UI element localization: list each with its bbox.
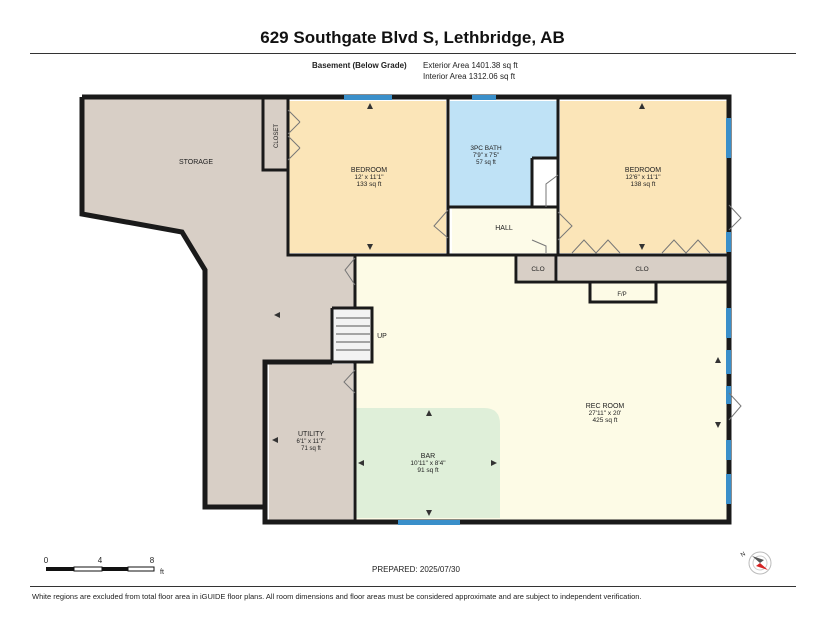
bedroom-1-dims: 12' x 11'1"	[354, 174, 384, 181]
bath-area: 57 sq ft	[476, 160, 496, 166]
window-bedroom-1	[344, 95, 392, 100]
stairs-area	[333, 310, 372, 362]
clo-small-area	[518, 255, 556, 280]
footnote: White regions are excluded from total fl…	[32, 592, 642, 601]
bath-label: 3PC BATH	[470, 145, 502, 152]
utility-area	[269, 364, 353, 520]
scale-unit: ft	[160, 569, 164, 576]
bar-label: BAR	[421, 453, 435, 460]
page-title: 629 Southgate Blvd S, Lethbridge, AB	[260, 28, 565, 47]
prepared-date: PREPARED: 2025/07/30	[372, 565, 460, 574]
bedroom-1-label: BEDROOM	[351, 167, 387, 174]
window-rec-d	[726, 440, 731, 460]
bedroom-1	[288, 101, 446, 253]
clo-large-area	[558, 255, 726, 280]
bedroom-1-area: 133 sq ft	[357, 181, 382, 188]
clo-small-label: CLO	[531, 266, 544, 273]
bath-room	[450, 101, 558, 207]
closet-room	[263, 101, 288, 170]
windows	[344, 95, 731, 525]
compass-icon: N	[740, 551, 772, 575]
utility-area: 71 sq ft	[301, 446, 321, 452]
scale-tick-4: 4	[98, 556, 103, 565]
bar-area	[355, 408, 500, 518]
bedroom-2-label: BEDROOM	[625, 167, 661, 174]
floor-level-label: Basement (Below Grade)	[312, 61, 407, 70]
footer-divider	[30, 586, 796, 587]
rec-room-area: 425 sq ft	[593, 417, 618, 424]
hall-area	[452, 207, 558, 253]
title-divider	[30, 53, 796, 54]
window-rec-e	[726, 474, 731, 504]
bath-dims: 7'9" x 7'5"	[473, 153, 499, 159]
window-bedroom-2-b	[726, 232, 731, 252]
door-swings	[287, 109, 742, 421]
window-rec-b	[726, 350, 731, 374]
storage-label: STORAGE	[179, 159, 213, 166]
bedroom-2	[560, 101, 729, 253]
hall-label: HALL	[495, 225, 513, 232]
scale-tick-0: 0	[44, 556, 49, 565]
closet-label: CLOSET	[274, 124, 280, 148]
interior-walls	[261, 97, 729, 522]
rec-room-dims: 27'11" x 20'	[589, 410, 622, 417]
scale-bar: 0 4 8 ft	[44, 556, 164, 576]
utility-label: UTILITY	[298, 431, 324, 438]
rec-room-label: REC ROOM	[586, 403, 625, 410]
window-bath	[472, 95, 496, 100]
rec-room-area	[355, 255, 729, 520]
utility-dims: 6'1" x 11'7"	[296, 439, 325, 445]
scale-tick-8: 8	[150, 556, 155, 565]
bar-area: 91 sq ft	[417, 467, 439, 474]
exterior-walls	[79, 94, 732, 525]
storage-room	[82, 97, 355, 505]
window-rec-a	[726, 308, 731, 338]
stair-treads	[336, 317, 370, 351]
compass-north-label: N	[740, 551, 747, 558]
clo-large-label: CLO	[635, 266, 648, 273]
fireplace-label: F/P	[617, 292, 626, 298]
window-bar	[398, 520, 460, 525]
bedroom-2-dims: 12'6" x 11'1"	[625, 174, 661, 181]
exterior-area: Exterior Area 1401.38 sq ft	[423, 61, 518, 70]
dimension-arrows	[272, 103, 721, 516]
window-rec-c	[726, 386, 731, 404]
bar-dims: 10'11" x 8'4"	[410, 460, 446, 467]
interior-area: Interior Area 1312.06 sq ft	[423, 72, 516, 81]
stairs-label: UP	[377, 333, 387, 340]
window-bedroom-2-a	[726, 118, 731, 158]
bedroom-2-area: 138 sq ft	[631, 181, 656, 188]
